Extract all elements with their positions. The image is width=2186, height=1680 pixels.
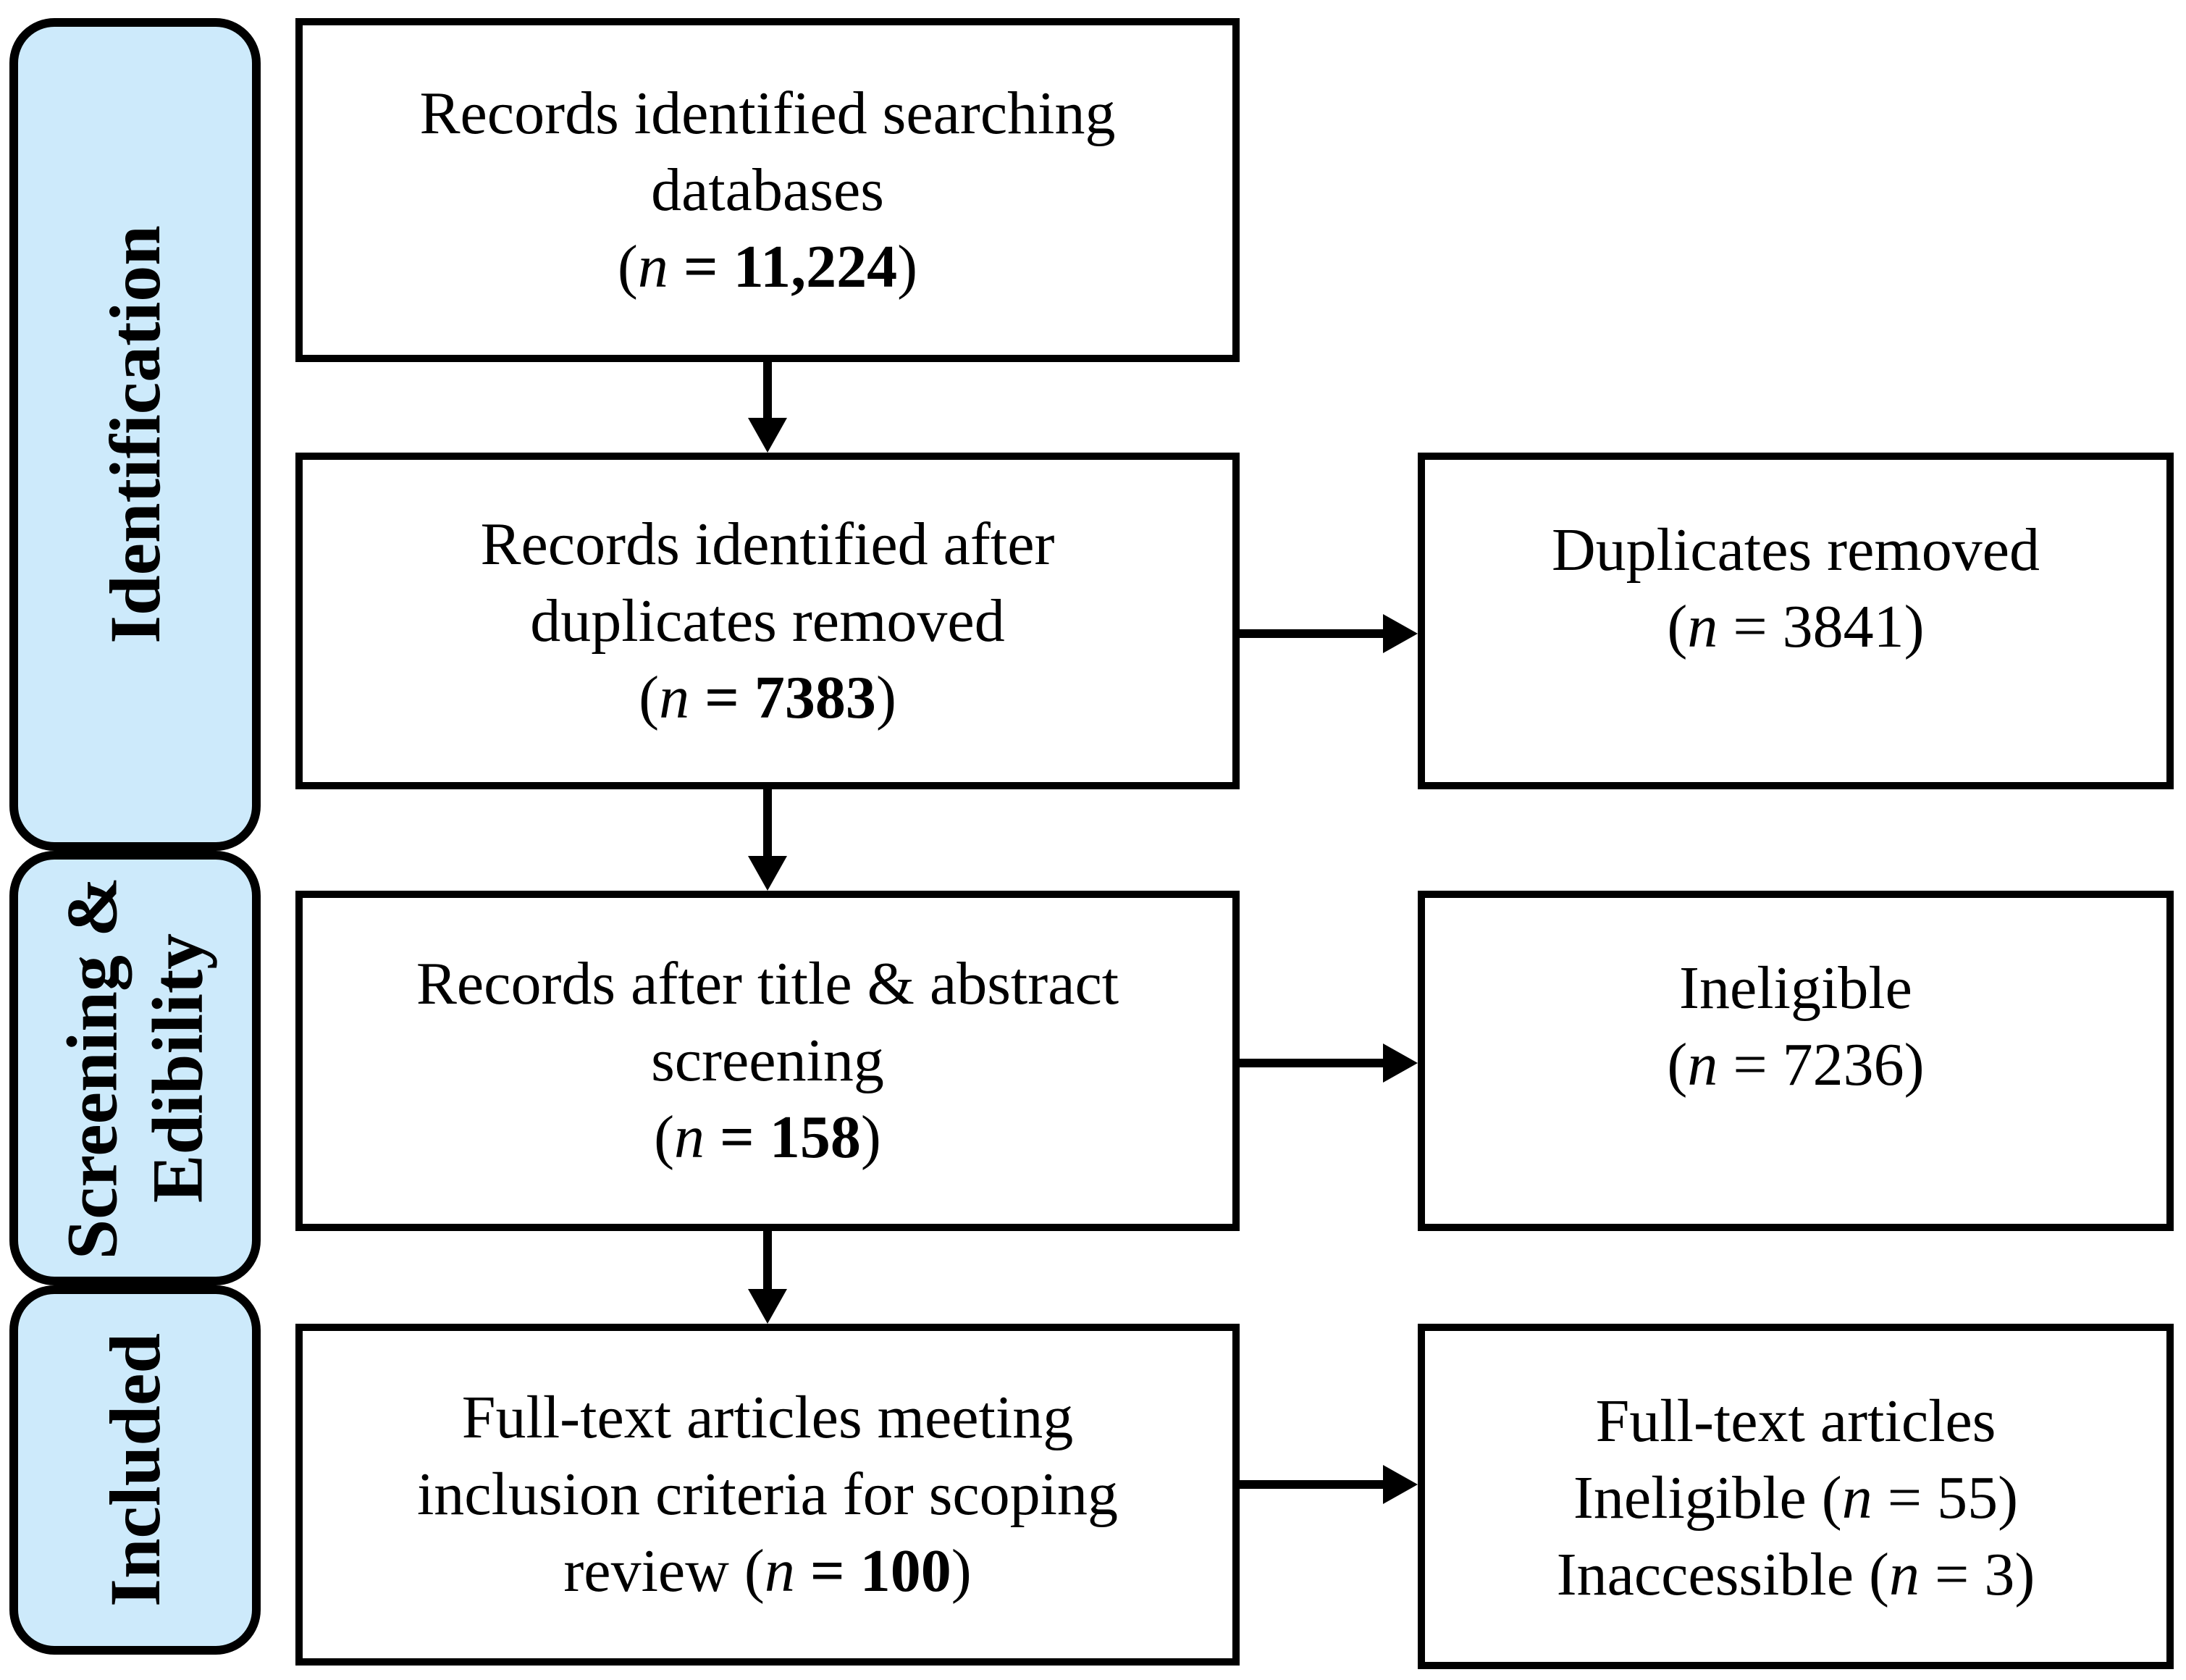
- text-line: Identification: [94, 225, 175, 644]
- text-line: review (n = 100): [563, 1537, 972, 1605]
- down-arrowhead-icon: [748, 418, 787, 453]
- text-line: Full-text articles: [1595, 1387, 1996, 1455]
- right-arrowhead-icon: [1383, 1043, 1418, 1083]
- box-after-title-abstract-screening: Records after title & abstract screening (…: [295, 891, 1240, 1231]
- right-arrow-2: [1240, 1043, 1418, 1083]
- text-line: (n = 11,224): [617, 232, 918, 301]
- arrow-shaft: [763, 1231, 772, 1289]
- arrow-shaft: [1240, 1480, 1383, 1489]
- text-line: Full-text articles meeting: [461, 1384, 1074, 1451]
- text-line: databases: [651, 156, 884, 224]
- box-full-text-included: Full-text articles meeting inclusion crit…: [295, 1324, 1240, 1666]
- stage-included: Included: [9, 1285, 261, 1655]
- box-ineligible-text: Ineligible (n = 7236): [1667, 950, 1924, 1104]
- text-line: Included: [94, 1333, 175, 1607]
- text-line: Ineligible: [1679, 954, 1912, 1022]
- text-line: Ineligible (n = 55): [1573, 1464, 2019, 1532]
- text-line: Records after title & abstract: [416, 950, 1119, 1017]
- down-arrow-1: [748, 362, 787, 453]
- text-line: duplicates removed: [530, 587, 1005, 655]
- text-line: (n = 7383): [639, 663, 896, 731]
- arrow-shaft: [763, 362, 772, 418]
- box-ineligible: Ineligible (n = 7236): [1418, 891, 2174, 1231]
- stage-identification: Identification: [9, 18, 261, 851]
- arrow-shaft: [763, 789, 772, 856]
- box-after-duplicates-removed: Records identified after duplicates remov…: [295, 453, 1240, 789]
- down-arrowhead-icon: [748, 856, 787, 891]
- down-arrow-3: [748, 1231, 787, 1324]
- stage-included-label: Included: [93, 1333, 178, 1607]
- down-arrowhead-icon: [748, 1289, 787, 1324]
- box-full-text-included-text: Full-text articles meeting inclusion crit…: [417, 1379, 1118, 1610]
- arrow-shaft: [1240, 1059, 1383, 1067]
- box-duplicates-removed-text: Duplicates removed (n = 3841): [1552, 512, 2040, 665]
- stage-identification-label: Identification: [93, 225, 178, 644]
- down-arrow-2: [748, 789, 787, 891]
- text-line: (n = 3841): [1667, 593, 1925, 660]
- text-line: Records identified searching: [419, 79, 1116, 147]
- right-arrowhead-icon: [1383, 1465, 1418, 1504]
- text-line: (n = 158): [654, 1104, 881, 1171]
- text-line: Edibility: [137, 933, 218, 1204]
- box-records-identified-text: Records identified searching databases (n …: [420, 75, 1116, 306]
- stage-screening-edibility: Screening &Edibility: [9, 851, 261, 1285]
- text-line: screening: [651, 1027, 884, 1094]
- text-line: Records identified after: [480, 510, 1055, 578]
- right-arrow-1: [1240, 614, 1418, 653]
- stage-screening-edibility-label: Screening &Edibility: [50, 877, 221, 1260]
- box-duplicates-removed: Duplicates removed (n = 3841): [1418, 453, 2174, 789]
- box-after-title-abstract-screening-text: Records after title & abstract screening (…: [416, 946, 1119, 1176]
- text-line: (n = 7236): [1667, 1031, 1925, 1099]
- text-line: Screening &: [51, 876, 133, 1260]
- right-arrow-3: [1240, 1465, 1418, 1504]
- box-after-duplicates-removed-text: Records identified after duplicates remov…: [481, 506, 1055, 736]
- box-records-identified: Records identified searching databases (n …: [295, 18, 1240, 362]
- text-line: inclusion criteria for scoping: [416, 1461, 1119, 1528]
- arrow-shaft: [1240, 629, 1383, 638]
- right-arrowhead-icon: [1383, 614, 1418, 653]
- text-line: Inaccessible (n = 3): [1556, 1541, 2035, 1608]
- text-line: Duplicates removed: [1551, 516, 2040, 584]
